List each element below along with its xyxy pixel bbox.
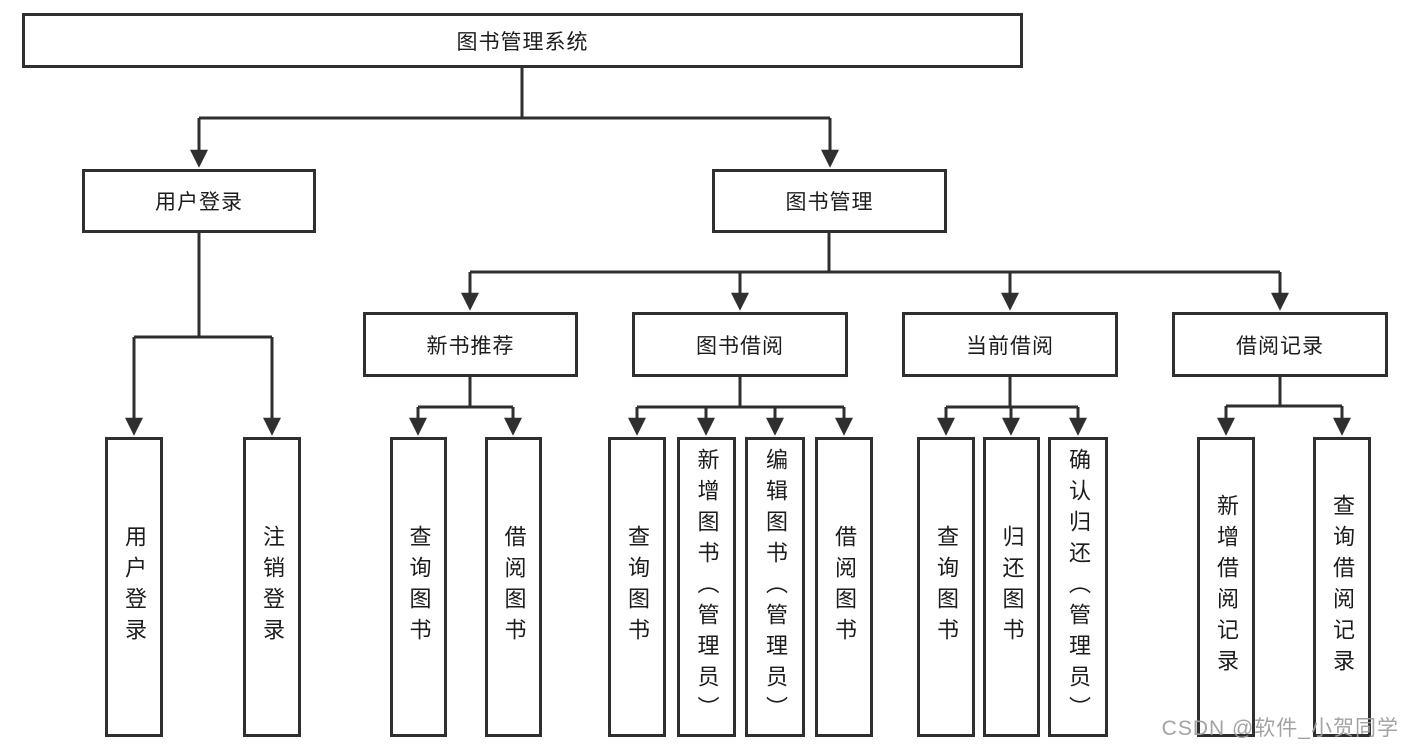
leaf-borrow-books: 借阅图书 xyxy=(485,437,542,737)
leaf-label: 新增借阅记录 xyxy=(1214,494,1239,680)
leaf-label: 查询借阅记录 xyxy=(1330,494,1355,680)
leaf-return-books: 归还图书 xyxy=(983,437,1040,737)
leaf-label: 借阅图书 xyxy=(501,525,527,649)
leaf-label: 用户登录 xyxy=(122,525,147,649)
node-current-borrow-label: 当前借阅 xyxy=(966,334,1054,358)
leaf-borrow-books: 借阅图书 xyxy=(815,437,873,737)
node-new-book-recommend: 新书推荐 xyxy=(363,312,578,377)
leaf-user-login: 用户登录 xyxy=(105,437,163,737)
node-user-login-label: 用户登录 xyxy=(155,191,243,214)
node-book-management: 图书管理 xyxy=(712,169,947,233)
leaf-label: 确认归还（管理员） xyxy=(1066,447,1091,727)
leaf-label: 归还图书 xyxy=(999,525,1025,649)
leaf-query-books: 查询图书 xyxy=(917,437,975,737)
leaf-logout: 注销登录 xyxy=(243,437,301,737)
node-user-login: 用户登录 xyxy=(82,169,316,233)
connector-group xyxy=(125,68,1351,436)
node-root-label: 图书管理系统 xyxy=(456,30,589,54)
leaf-label: 查询图书 xyxy=(625,525,650,649)
leaf-label: 新增图书（管理员） xyxy=(694,447,720,727)
leaf-label: 借阅图书 xyxy=(832,525,857,649)
leaf-add-books-admin: 新增图书（管理员） xyxy=(677,437,736,737)
node-current-borrow: 当前借阅 xyxy=(902,312,1118,377)
leaf-label: 编辑图书（管理员） xyxy=(763,447,788,727)
node-book-management-label: 图书管理 xyxy=(785,191,874,214)
leaf-edit-books-admin: 编辑图书（管理员） xyxy=(745,437,805,737)
leaf-query-books: 查询图书 xyxy=(608,437,666,737)
leaf-query-borrow-record: 查询借阅记录 xyxy=(1313,437,1371,737)
node-borrow-records: 借阅记录 xyxy=(1172,312,1388,377)
node-borrow-records-label: 借阅记录 xyxy=(1236,334,1324,358)
node-book-borrow-label: 图书借阅 xyxy=(696,334,784,358)
leaf-query-books: 查询图书 xyxy=(390,437,447,737)
node-root: 图书管理系统 xyxy=(22,13,1023,68)
node-new-book-recommend-label: 新书推荐 xyxy=(426,334,515,358)
leaf-label: 查询图书 xyxy=(406,525,432,649)
csdn-watermark: CSDN @软件_小贺同学 xyxy=(1161,717,1399,740)
leaf-confirm-return-admin: 确认归还（管理员） xyxy=(1048,437,1108,737)
leaf-label: 注销登录 xyxy=(260,525,285,649)
leaf-add-borrow-record: 新增借阅记录 xyxy=(1197,437,1255,737)
leaf-label: 查询图书 xyxy=(934,525,959,649)
node-book-borrow: 图书借阅 xyxy=(632,312,848,377)
